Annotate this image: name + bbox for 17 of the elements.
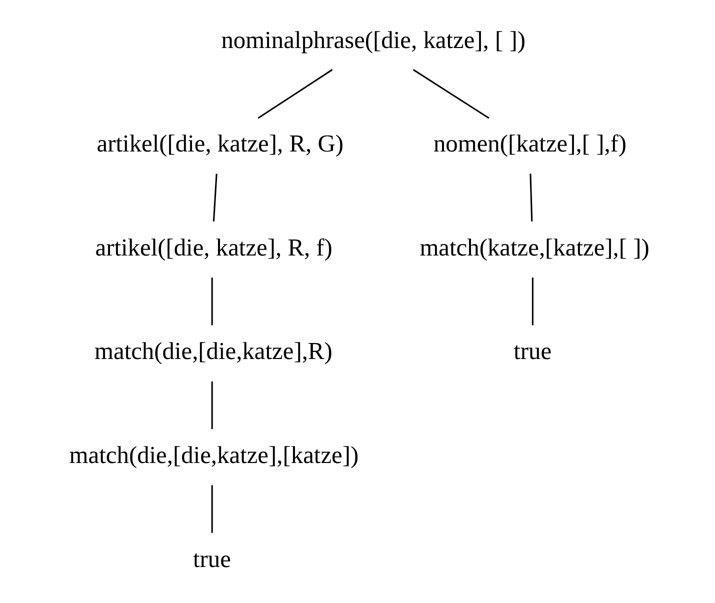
node-text: match(die,[die,katze],[katze]) [69,442,359,470]
connector [412,69,490,119]
connector [211,381,213,430]
node-text: artikel([die, katze], R, G) [96,130,344,158]
node-text: nominalphrase([die, katze], [ ]) [221,26,526,54]
node-text: true [192,546,231,573]
node-text: artikel([die, katze], R, f) [95,234,332,262]
node-text: match(katze,[katze],[ ]) [420,234,650,262]
node-text: nomen([katze],[ ],f) [433,130,627,158]
connector [211,278,213,326]
connector [258,69,333,119]
connector [530,174,533,222]
connector [211,485,213,533]
connector [212,174,218,222]
node-text: match(die,[die,katze],R) [94,338,332,366]
node-text: true [514,338,552,366]
connector [532,278,534,326]
